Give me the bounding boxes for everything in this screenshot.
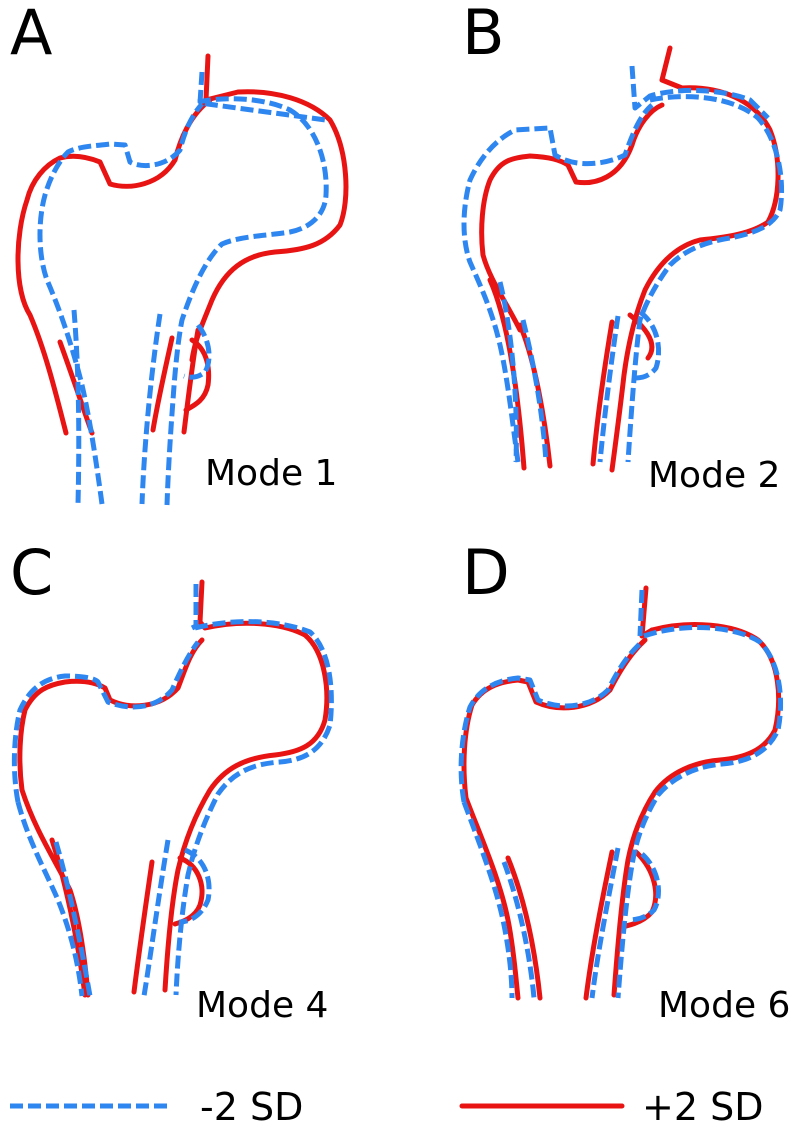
minus-2sd-swatch xyxy=(0,1080,180,1130)
legend-label: -2 SD xyxy=(200,1088,303,1126)
minus-2sd-medial-shaft-2 xyxy=(523,320,546,462)
minus-2sd-greater-trochanter xyxy=(40,104,202,504)
plus-2sd-head-outline xyxy=(614,625,779,995)
legend-plus-2sd: +2 SD xyxy=(400,1080,800,1130)
minus-2sd-medial-shaft-2 xyxy=(56,842,90,996)
legend-minus-2sd: -2 SD xyxy=(0,1080,400,1130)
minus-2sd-greater-trochanter xyxy=(461,642,642,802)
plus-2sd-swatch xyxy=(400,1080,640,1130)
panel-c: C Mode 4 xyxy=(0,540,400,1080)
minus-2sd-neck-outline xyxy=(640,590,642,636)
minus-2sd-head-outline xyxy=(167,99,326,505)
panel-b: B Mode 2 xyxy=(400,0,800,540)
plus-2sd-lateral-shaft xyxy=(586,852,612,998)
mode-label: Mode 2 xyxy=(648,458,780,494)
plus-2sd-head-outline xyxy=(612,48,778,470)
minus-2sd-neck-outline xyxy=(192,584,196,628)
plus-2sd-greater-trochanter xyxy=(482,105,662,330)
legend-label: +2 SD xyxy=(642,1088,763,1126)
minus-2sd-greater-trochanter xyxy=(14,642,198,802)
panel-a: A Mode 1 xyxy=(0,0,400,540)
panel-d: D Mode 6 xyxy=(400,540,800,1080)
mode-label: Mode 1 xyxy=(205,456,337,492)
plus-2sd-head-outline xyxy=(165,582,327,990)
plus-2sd-lateral-shaft-2 xyxy=(184,330,198,432)
plus-2sd-greater-trochanter xyxy=(464,640,645,798)
minus-2sd-medial-shaft xyxy=(74,310,79,504)
mode-label: Mode 4 xyxy=(196,988,328,1024)
femur-outline-mode-1 xyxy=(0,0,400,540)
mode-label: Mode 6 xyxy=(658,988,790,1024)
plus-2sd-greater-trochanter xyxy=(20,640,202,790)
